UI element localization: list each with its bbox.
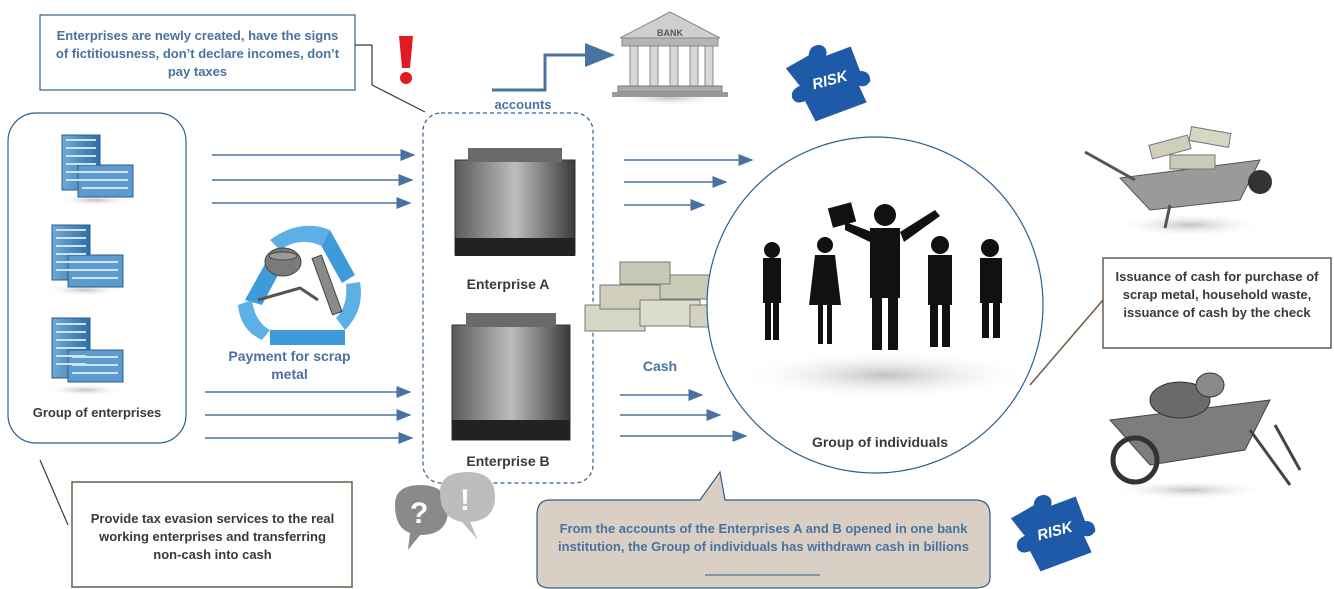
enterprise-a-building xyxy=(454,148,576,256)
payment-label: Payment for scrap metal xyxy=(228,348,351,382)
question-exclamation-icon: ? ! xyxy=(395,472,495,550)
bank-icon xyxy=(612,11,728,106)
alert-icon xyxy=(399,36,413,84)
arrows-to-enterprise-b xyxy=(205,386,414,444)
recycle-icon xyxy=(238,225,361,345)
enterprise-b-building xyxy=(451,313,571,441)
cash-label: Cash xyxy=(642,358,678,374)
group-individuals-label: Group of individuals xyxy=(811,434,949,450)
withdrawal-callout-text: From the accounts of the Enterprises A a… xyxy=(558,521,969,554)
issuance-callout-box xyxy=(1102,257,1332,349)
svg-text:?: ? xyxy=(410,497,428,530)
arrows-to-enterprise-a xyxy=(212,149,416,209)
risk-puzzle-icon-bottom xyxy=(1010,494,1096,572)
svg-text:!: ! xyxy=(460,484,470,517)
enterprises-frame xyxy=(422,112,594,484)
tax-evasion-callout-box xyxy=(71,481,353,588)
fictitious-callout-text: Enterprises are newly created, have the … xyxy=(55,28,340,79)
office-building-icon-1 xyxy=(55,134,135,206)
withdrawal-callout-box xyxy=(536,470,991,589)
issuance-callout-text: Issuance of cash for purchase of scrap m… xyxy=(1115,269,1319,320)
bank-sign-label: BANK xyxy=(657,28,683,38)
fictitious-callout-box xyxy=(39,14,356,91)
enterprise-a-label: Enterprise A xyxy=(466,276,550,292)
tax-evasion-callout-text: Provide tax evasion services to the real… xyxy=(90,511,335,562)
risk-puzzle-icon-top xyxy=(785,44,871,122)
accounts-label: accounts xyxy=(494,97,552,112)
accounts-arrow xyxy=(492,43,615,92)
wheelbarrow-scrap-icon xyxy=(1108,372,1302,500)
arrows-to-individuals-bottom xyxy=(620,389,748,442)
enterprise-b-label: Enterprise B xyxy=(466,453,550,469)
office-building-icon-3 xyxy=(45,317,125,396)
office-building-icon-2 xyxy=(45,224,125,296)
people-silhouettes-icon xyxy=(763,202,1002,350)
group-enterprises-label: Group of enterprises xyxy=(32,405,162,420)
arrows-to-individuals-top xyxy=(624,154,754,211)
wheelbarrow-money-icon xyxy=(1084,126,1272,237)
